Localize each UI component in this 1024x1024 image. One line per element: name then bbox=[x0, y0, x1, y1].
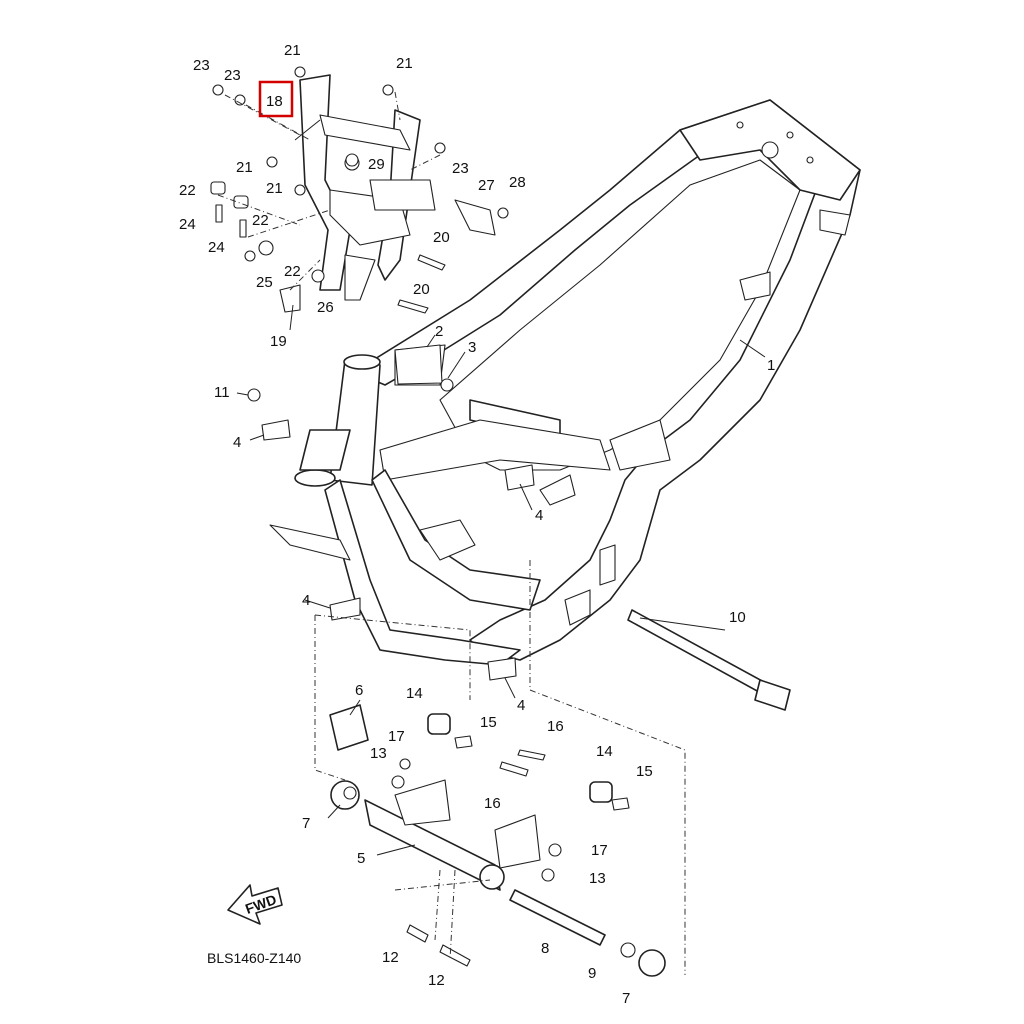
grommet-22b bbox=[233, 195, 249, 209]
callout-numbers: 1 2 3 4 4 4 4 5 6 7 7 8 9 10 11 12 12 13… bbox=[179, 42, 775, 1007]
diagram-code: BLS1460-Z140 bbox=[207, 950, 301, 966]
callout-17: 17 bbox=[591, 842, 608, 859]
nut-28 bbox=[497, 207, 509, 219]
nut-3 bbox=[440, 378, 454, 392]
bracket-2 bbox=[394, 344, 443, 385]
callout-21: 21 bbox=[396, 55, 413, 72]
callout-15: 15 bbox=[636, 763, 653, 780]
bolt-25 bbox=[244, 250, 256, 262]
callout-20: 20 bbox=[413, 281, 430, 298]
alignment-lines bbox=[217, 91, 686, 975]
callout-21: 21 bbox=[284, 42, 301, 59]
fwd-arrow: FWD bbox=[227, 884, 283, 925]
callout-28: 28 bbox=[509, 174, 526, 191]
collar-26 bbox=[311, 269, 325, 283]
nut-23b bbox=[234, 94, 246, 106]
callout-24: 24 bbox=[208, 239, 225, 256]
bolt-23c bbox=[434, 142, 446, 154]
callout-10: 10 bbox=[729, 609, 746, 626]
bolt-20a bbox=[417, 254, 446, 271]
callout-8: 8 bbox=[541, 940, 549, 957]
screw-24b bbox=[239, 219, 247, 238]
callout-7: 7 bbox=[622, 990, 630, 1007]
callout-15: 15 bbox=[480, 714, 497, 731]
front-bracket-assembly bbox=[299, 74, 436, 301]
callout-13: 13 bbox=[589, 870, 606, 887]
callout-22: 22 bbox=[284, 263, 301, 280]
callout-21: 21 bbox=[236, 159, 253, 176]
callout-7: 7 bbox=[302, 815, 310, 832]
nut-11 bbox=[247, 388, 261, 402]
pivot-shaft-10 bbox=[627, 609, 791, 711]
callout-14: 14 bbox=[596, 743, 613, 760]
callout-27: 27 bbox=[478, 177, 495, 194]
callout-29: 29 bbox=[368, 156, 385, 173]
nut-21c bbox=[266, 156, 278, 168]
callout-12: 12 bbox=[428, 972, 445, 989]
callout-23: 23 bbox=[193, 57, 210, 74]
callout-26: 26 bbox=[317, 299, 334, 316]
bolt-20b bbox=[397, 299, 429, 314]
callout-4: 4 bbox=[517, 697, 525, 714]
clip-19 bbox=[279, 284, 301, 313]
fasteners bbox=[210, 66, 509, 402]
callout-2: 2 bbox=[435, 323, 443, 340]
callout-18: 18 bbox=[266, 93, 283, 110]
callout-16: 16 bbox=[484, 795, 501, 812]
callout-19: 19 bbox=[270, 333, 287, 350]
callout-13: 13 bbox=[370, 745, 387, 762]
nut-21a bbox=[294, 66, 306, 78]
leader-lines bbox=[236, 119, 766, 856]
callout-22: 22 bbox=[252, 212, 269, 229]
callout-23: 23 bbox=[452, 160, 469, 177]
callout-17: 17 bbox=[388, 728, 405, 745]
labels-4 bbox=[261, 419, 535, 681]
callout-12: 12 bbox=[382, 949, 399, 966]
nut-21d bbox=[294, 184, 306, 196]
callout-3: 3 bbox=[468, 339, 476, 356]
callout-20: 20 bbox=[433, 229, 450, 246]
callout-23: 23 bbox=[224, 67, 241, 84]
callout-21: 21 bbox=[266, 180, 283, 197]
grommet-22a bbox=[210, 181, 226, 195]
callout-16: 16 bbox=[547, 718, 564, 735]
callout-1: 1 bbox=[767, 357, 775, 374]
nut-21b bbox=[382, 84, 394, 96]
clamp-29 bbox=[345, 153, 359, 167]
engine-mount-assembly bbox=[329, 704, 666, 977]
nut-23a bbox=[212, 84, 224, 96]
bracket-27 bbox=[454, 199, 496, 236]
collar-22c bbox=[258, 240, 274, 256]
screw-24a bbox=[215, 204, 223, 223]
callout-9: 9 bbox=[588, 965, 596, 982]
callout-4: 4 bbox=[535, 507, 543, 524]
callout-14: 14 bbox=[406, 685, 423, 702]
callout-25: 25 bbox=[256, 274, 273, 291]
highlight-box bbox=[258, 80, 294, 118]
callout-5: 5 bbox=[357, 850, 365, 867]
callout-4: 4 bbox=[302, 592, 310, 609]
callout-11: 11 bbox=[214, 384, 230, 401]
callout-6: 6 bbox=[355, 682, 363, 699]
main-frame bbox=[269, 99, 861, 666]
callout-4: 4 bbox=[233, 434, 241, 451]
callout-22: 22 bbox=[179, 182, 196, 199]
callout-24: 24 bbox=[179, 216, 196, 233]
